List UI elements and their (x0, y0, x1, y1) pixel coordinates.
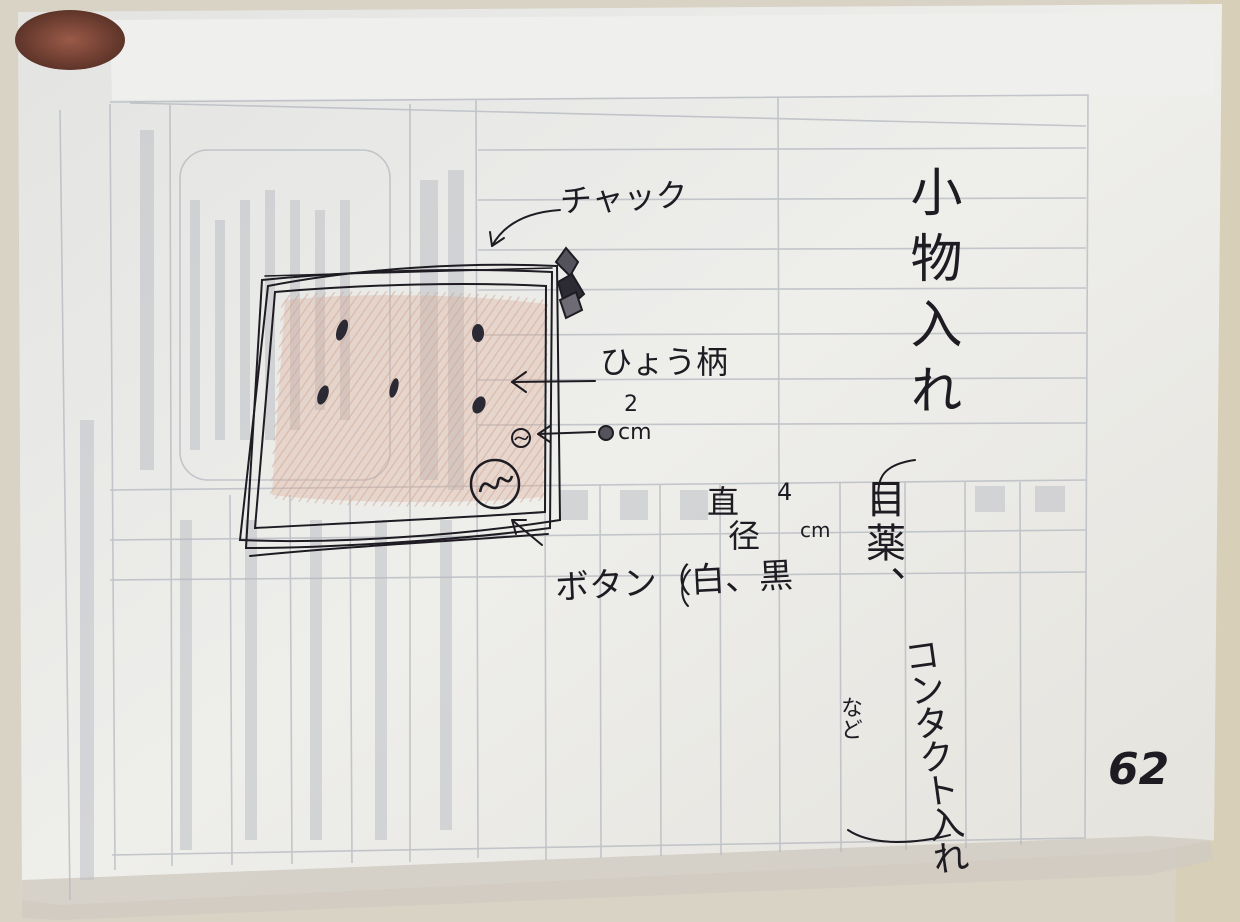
pattern-arrow (511, 380, 596, 383)
paper-top-strip (110, 12, 1215, 100)
button-icon (469, 458, 521, 510)
size-arrow (537, 431, 596, 435)
pouch-outline-inner (253, 283, 548, 530)
pouch-fill-tint (272, 295, 545, 503)
button-diameter-prefix: 直 (707, 483, 740, 521)
zipper-pull-icon (554, 246, 586, 320)
zipper-label: チャック (559, 175, 689, 221)
pouch-fill (270, 291, 548, 507)
pattern-label: ひょう柄 (600, 343, 729, 381)
button-diameter-unit: cm (800, 518, 831, 542)
button-diameter-value: 4 (777, 478, 793, 506)
paper-bottom-shadow (22, 836, 1214, 920)
note-bracket-bottom (847, 829, 951, 843)
pouch-sketch (238, 246, 586, 557)
pouch-outline-bottom (249, 533, 549, 557)
zipper-arrow (491, 209, 561, 247)
title-text: 小物入れ (901, 165, 961, 429)
pattern-size-value: 2 (624, 392, 638, 417)
button-diameter-word: 径 (728, 517, 761, 555)
zipper-line (264, 267, 553, 277)
leopard-spots (317, 319, 486, 414)
button-paren (681, 569, 691, 607)
page-number: 62 (1108, 744, 1170, 795)
paper-sheet (18, 4, 1222, 905)
size-mark-circle (598, 425, 614, 441)
note-etc: など (837, 696, 862, 740)
annotation-arrows (489, 209, 951, 843)
note-item-eyedrops: 目薬、 (859, 478, 905, 610)
pattern-size-unit: cm (618, 420, 652, 445)
small-spot-circle (511, 428, 531, 448)
finger (15, 10, 125, 70)
button-arrow (511, 519, 543, 546)
note-bracket-top (877, 459, 916, 511)
